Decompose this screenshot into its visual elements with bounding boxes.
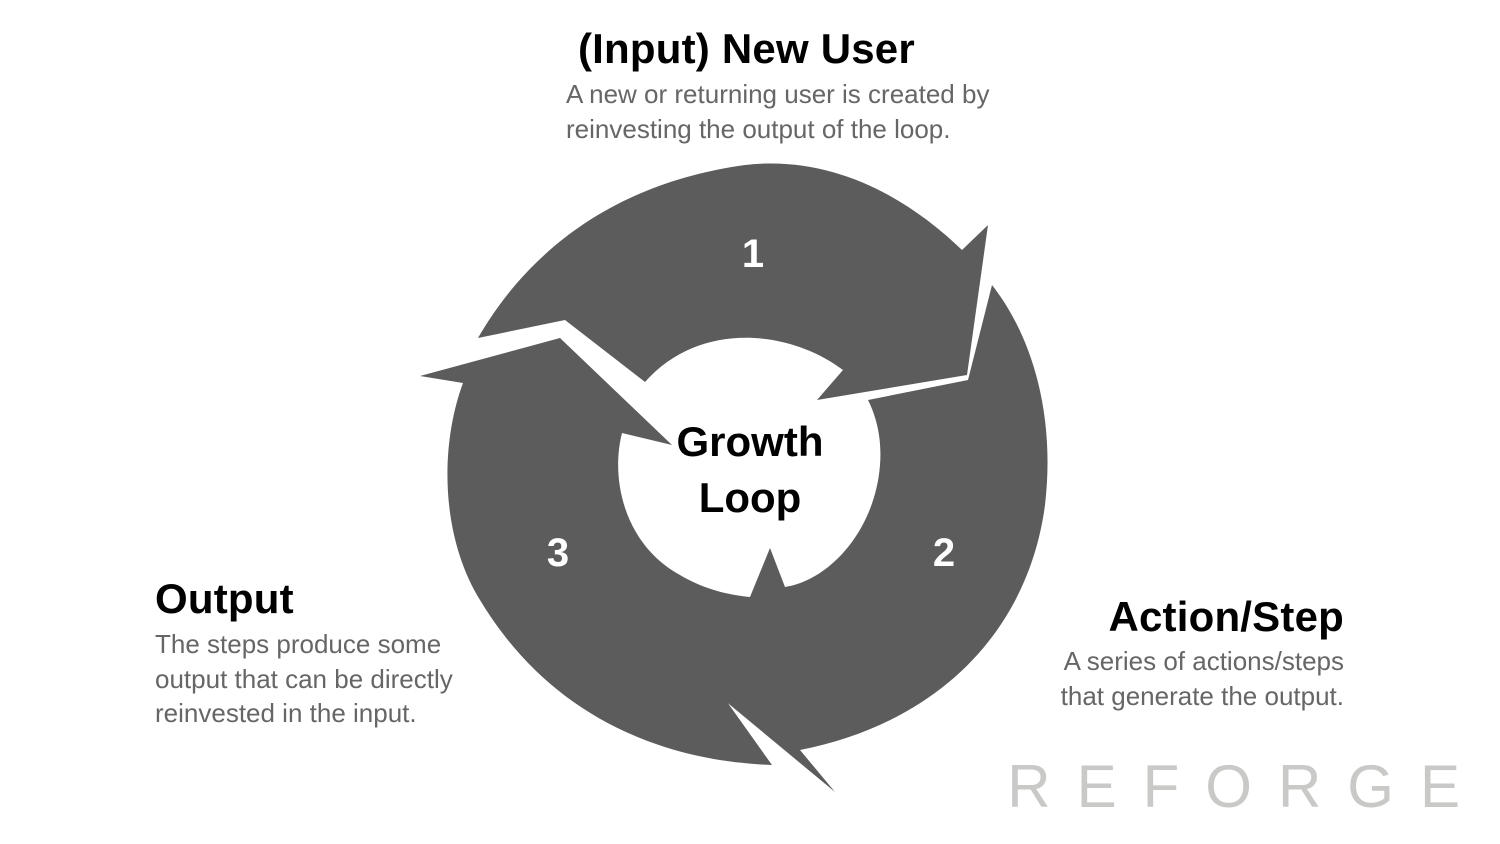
center-label-line: Growth bbox=[676, 418, 824, 465]
loop-arrow-action bbox=[712, 285, 1048, 792]
stage-description-line: The steps produce some bbox=[155, 629, 442, 659]
stage-description-line: that generate the output. bbox=[1060, 680, 1344, 711]
loop-arrow-input bbox=[478, 163, 988, 400]
stage-description-line: reinvested in the input. bbox=[155, 698, 417, 728]
center-label: Growth Loop bbox=[640, 414, 860, 526]
stage-description-line: A series of actions/steps bbox=[1063, 646, 1344, 676]
brand-logo: REFORGE bbox=[1007, 753, 1486, 820]
step-number-2: 2 bbox=[932, 531, 956, 575]
loop-arrow-output bbox=[420, 338, 772, 765]
stage-title-output: Output bbox=[155, 575, 294, 622]
stage-description-output: The steps produce some output that can b… bbox=[155, 627, 453, 731]
stage-description-input: A new or returning user is created by re… bbox=[566, 77, 989, 146]
stage-description-line: output that can be directly bbox=[155, 663, 453, 694]
stage-description-action: A series of actions/steps that generate … bbox=[1061, 644, 1344, 713]
step-number-3: 3 bbox=[546, 531, 570, 575]
stage-title-action: Action/Step bbox=[1108, 593, 1344, 640]
stage-description-line: A new or returning user is created by bbox=[566, 79, 990, 109]
stage-description-line: reinvesting the output of the loop. bbox=[566, 113, 951, 144]
stage-title-input: (Input) New User bbox=[578, 25, 915, 72]
center-label-line: Loop bbox=[698, 474, 802, 521]
step-number-1: 1 bbox=[741, 232, 765, 276]
